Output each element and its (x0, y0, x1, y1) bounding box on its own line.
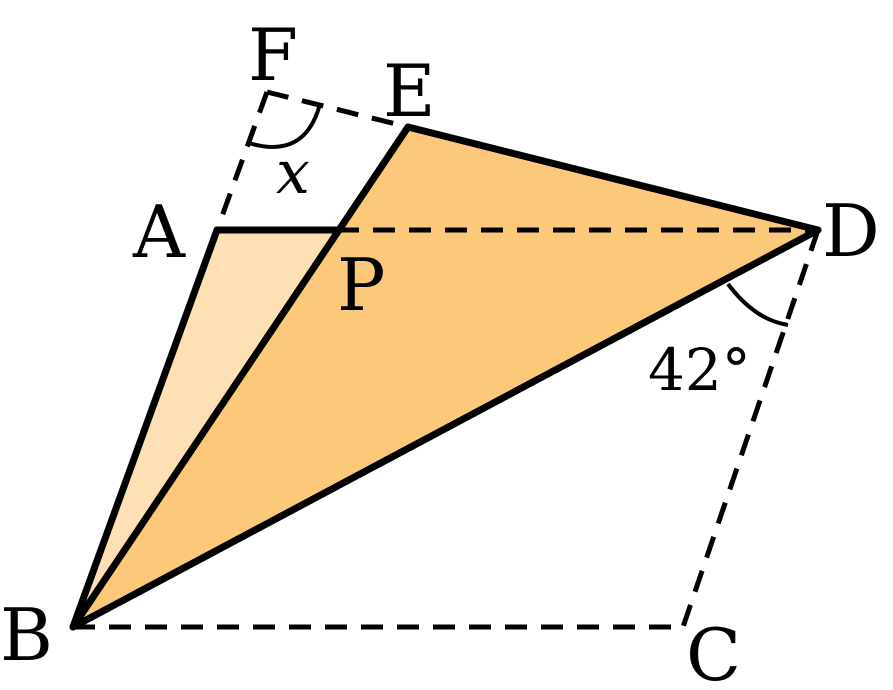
segment-be (69, 123, 412, 631)
segment-ed (404, 123, 822, 234)
label-b: B (0, 593, 53, 677)
segment-fa-dashed (214, 91, 270, 231)
label-a: A (132, 190, 186, 274)
angle-x-arc (248, 103, 322, 149)
label-c: C (686, 613, 741, 690)
segment-fe-dashed (266, 89, 409, 130)
segment-bd (69, 226, 822, 631)
label-d: D (822, 189, 880, 273)
angle-42-arc (726, 282, 789, 327)
label-angle-x: x (276, 138, 310, 208)
label-e: E (383, 49, 436, 133)
segment-ab (69, 226, 221, 631)
label-f: F (248, 13, 298, 97)
label-p: P (337, 243, 385, 327)
triangle-bed-fill (73, 127, 818, 627)
label-angle-42: 42° (648, 336, 751, 404)
